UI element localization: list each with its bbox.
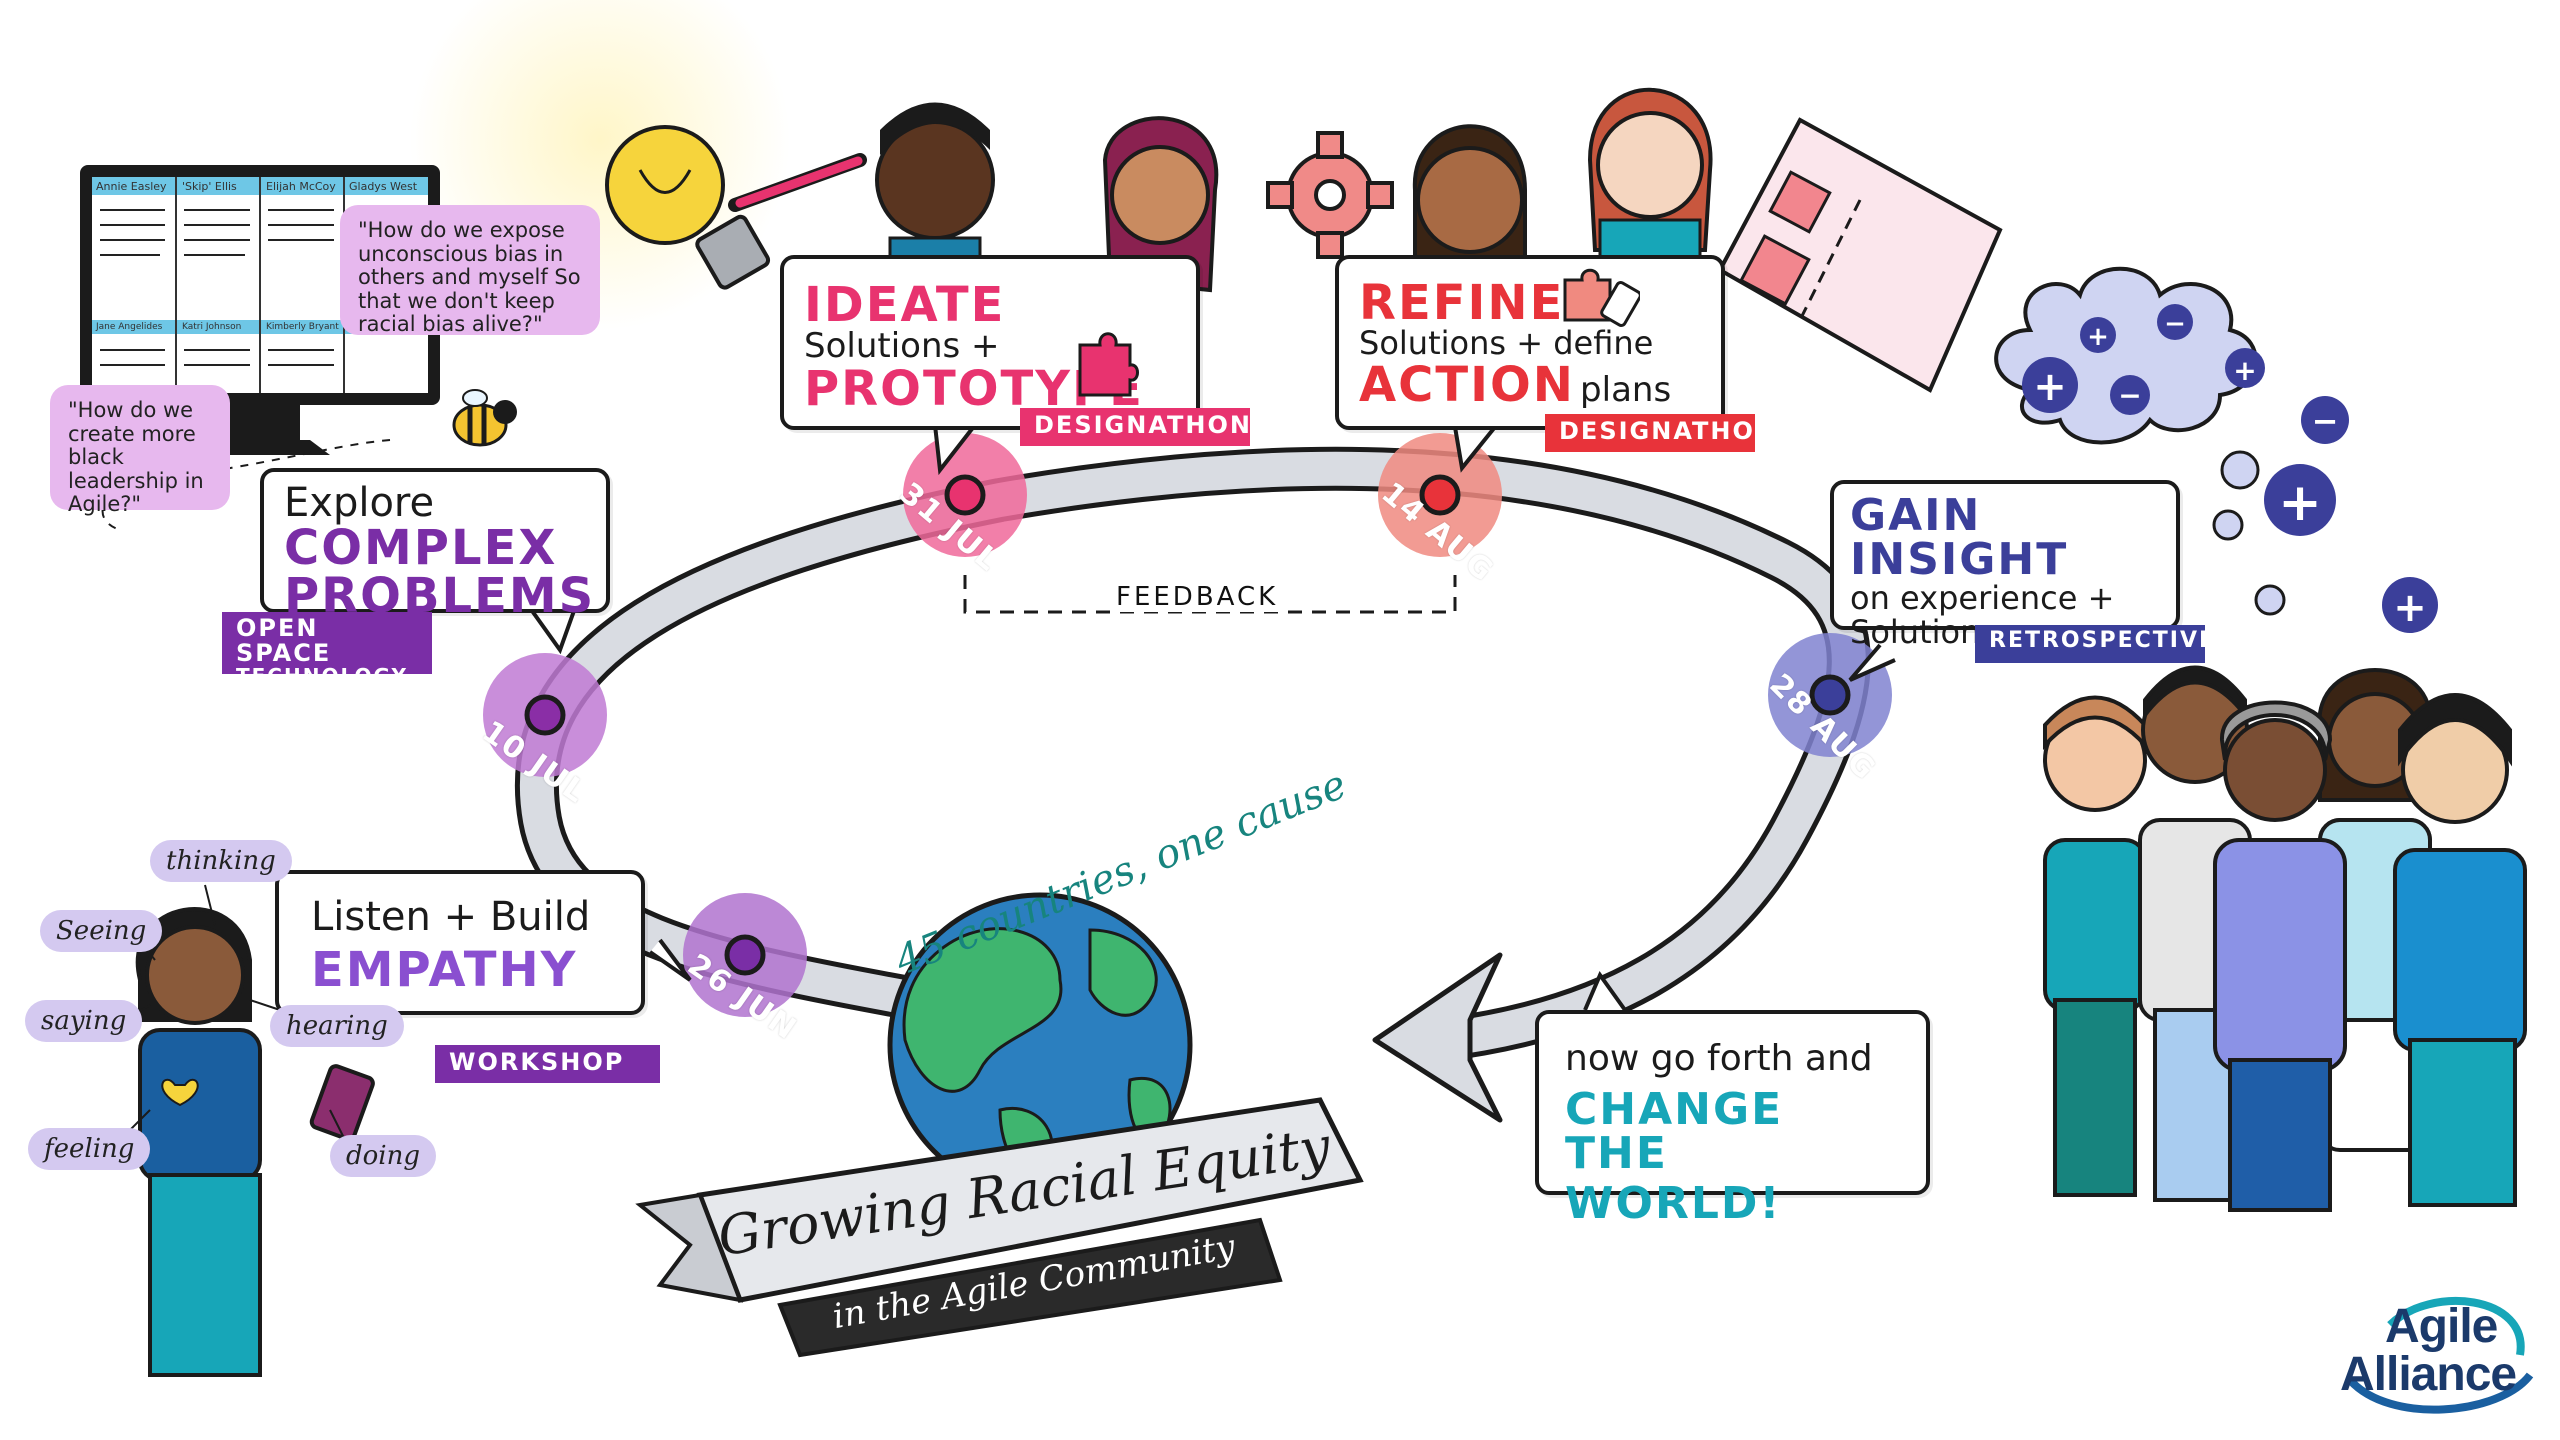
agile-alliance-logo: Agile Alliance [2330,1285,2550,1415]
sense-seeing: Seeing [40,910,163,952]
svg-text:−: − [2118,379,2141,412]
monitor-name: Kimberly Bryant [266,322,339,332]
ideate-line1: IDEATE [804,277,1006,333]
person-refine-right [1587,87,1713,262]
lightbulb-icon [605,125,771,290]
insight-line2: on experience + [1850,579,2115,617]
monitor-name: Katri Johnson [182,322,242,332]
svg-text:+: + [2233,354,2256,387]
logo-swoosh-icon [2347,1297,2534,1414]
designathon-tag-1: DESIGNATHON [1020,408,1250,446]
change-line2: CHANGE THE [1565,1083,1784,1179]
change-line3: WORLD! [1565,1177,1782,1229]
refine-line3: ACTION [1359,356,1575,413]
explore-line1: Explore [284,480,435,526]
change-line1: now go forth and [1565,1038,1873,1079]
bee-icon [101,389,517,531]
insight-line1: GAIN INSIGHT [1850,490,2069,585]
designathon-tag-2: DESIGNATHON [1545,414,1775,452]
refine-line2: Solutions + define [1359,324,1654,362]
process-loop-arrow [514,446,1871,1123]
person-listening [135,907,375,1377]
change-world-card: now go forth and CHANGE THE WORLD! [1535,1010,1930,1225]
globe-illustration [887,892,1193,1198]
plus-minus-icons: + + − − + − + + [2022,304,2438,633]
loop-arrow-head [1372,952,1503,1123]
explore-line2: COMPLEX [284,520,558,576]
gear-icon [1266,131,1394,259]
puzzle-piece-icon [1078,332,1139,397]
logo-line2: Alliance [2340,1348,2517,1401]
sense-hearing: hearing [270,1005,404,1047]
logo-line1: Agile [2385,1300,2498,1353]
workshop-tag: WORKSHOP [435,1045,660,1083]
gain-insight-card: GAIN INSIGHT on experience + Solutions [1830,480,2180,648]
puzzle-phone-icon [1563,268,1640,327]
sense-doing: doing [330,1135,437,1177]
sense-feeling: feeling [28,1128,151,1170]
sense-saying: saying [25,1000,143,1042]
sense-thinking: thinking [150,840,292,882]
quote-bubble-leadership: "How do we create more black leadership … [50,385,230,516]
monitor-name: Gladys West [349,180,418,193]
person-ideate-right [1102,116,1219,293]
card-tails [528,423,1896,1012]
monitor-name: Elijah McCoy [266,180,336,193]
monitor-name: 'Skip' Ellis [182,180,237,193]
svg-text:+: + [2087,322,2109,352]
feedback-label: FEEDBACK [1110,582,1285,612]
ribbon-banner [635,1097,1364,1358]
monitor-name: Annie Easley [96,180,167,193]
svg-text:+: + [2033,364,2067,410]
refine-line3b: plans [1580,369,1672,410]
ideate-line2: Solutions + [804,326,1000,366]
svg-text:−: − [2164,309,2186,339]
quote-bubble-bias: "How do we expose unconscious bias in ot… [340,205,600,336]
tag-line2: TECHNOLOGY [236,664,408,689]
retrospective-tag: RETROSPECTIVE [1975,625,2214,663]
group-of-people [2043,665,2527,1212]
insight-line3: Solutions [1850,612,1998,651]
explore-card: Explore COMPLEX PROBLEMS [260,468,610,620]
open-space-technology-tag: OPEN SPACE TECHNOLOGY [222,612,432,687]
svg-text:+: + [2278,473,2322,533]
person-ideate-left [875,102,995,280]
person-refine-left [1412,124,1527,262]
listen-card: Listen + Build EMPATHY [275,870,645,1015]
pencil-icon [728,153,867,212]
listen-line1: Listen + Build [311,894,591,940]
paper-sheet-icon [1717,117,2003,393]
listen-line2: EMPATHY [311,942,578,998]
monitor-name: Jane Angelides [96,322,163,332]
date-markers [483,433,1892,1017]
svg-text:−: − [2312,402,2339,440]
tag-line1: OPEN SPACE [236,614,332,668]
svg-text:+: + [2393,585,2427,631]
ideate-card: IDEATE Solutions + PROTOTYPE [780,255,1200,430]
refine-line1: REFINE [1359,275,1565,331]
refine-card: REFINE Solutions + define ACTION plans [1335,255,1725,430]
